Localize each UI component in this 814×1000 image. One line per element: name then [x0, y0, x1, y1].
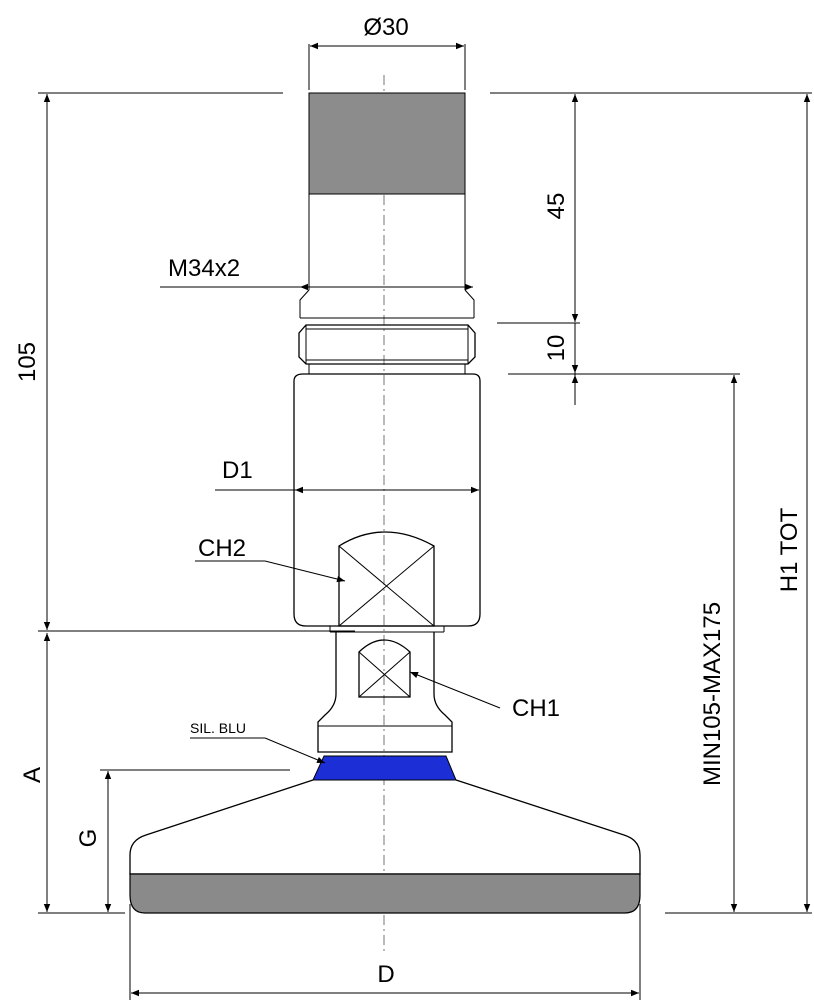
dim-45-label: 45 [543, 193, 570, 220]
dim-thread-label: M34x2 [168, 255, 240, 282]
leader-sil-blu-label: SIL. BLU [190, 720, 246, 736]
body-cylinder [293, 373, 481, 633]
silicone-ring [312, 755, 457, 781]
leader-ch1-label: CH1 [512, 695, 560, 722]
leader-ch1: CH1 [409, 671, 560, 722]
dim-min-max: MIN105-MAX175 [508, 373, 812, 914]
base-rubber [129, 873, 641, 914]
dim-diameter-30-label: Ø30 [363, 14, 408, 41]
dim-d1-label: D1 [222, 457, 253, 484]
dim-45: 45 [490, 92, 812, 322]
base-pad [129, 779, 641, 914]
stem-grey-cap [308, 92, 466, 195]
leader-ch2: CH2 [195, 535, 346, 583]
dim-a-label: A [19, 767, 46, 783]
dim-105-label: 105 [14, 342, 41, 382]
dim-10-label: 10 [543, 335, 570, 362]
dim-d1: D1 [215, 457, 479, 494]
dim-g-label: G [75, 829, 102, 848]
dim-thread: M34x2 [160, 255, 473, 291]
dim-min-max-label: MIN105-MAX175 [699, 602, 726, 786]
threaded-stem [299, 92, 475, 319]
lower-neck [317, 632, 453, 753]
hex-nut [298, 324, 476, 374]
dim-105: 105 [14, 92, 355, 632]
ch2-wrench-flat [338, 531, 435, 627]
dim-d-label: D [377, 961, 394, 988]
dim-d: D [129, 904, 641, 1000]
dim-h1-tot-label: H1 TOT [776, 507, 803, 592]
dim-diameter-30: Ø30 [308, 14, 466, 90]
leader-ch2-label: CH2 [198, 535, 246, 562]
dim-10: 10 [497, 322, 580, 405]
dim-h1-tot: H1 TOT [776, 94, 811, 912]
dim-a: A [19, 633, 125, 914]
leader-sil-blu: SIL. BLU [190, 720, 326, 764]
ch1-wrench-flat [358, 639, 411, 698]
dim-g: G [75, 769, 290, 912]
